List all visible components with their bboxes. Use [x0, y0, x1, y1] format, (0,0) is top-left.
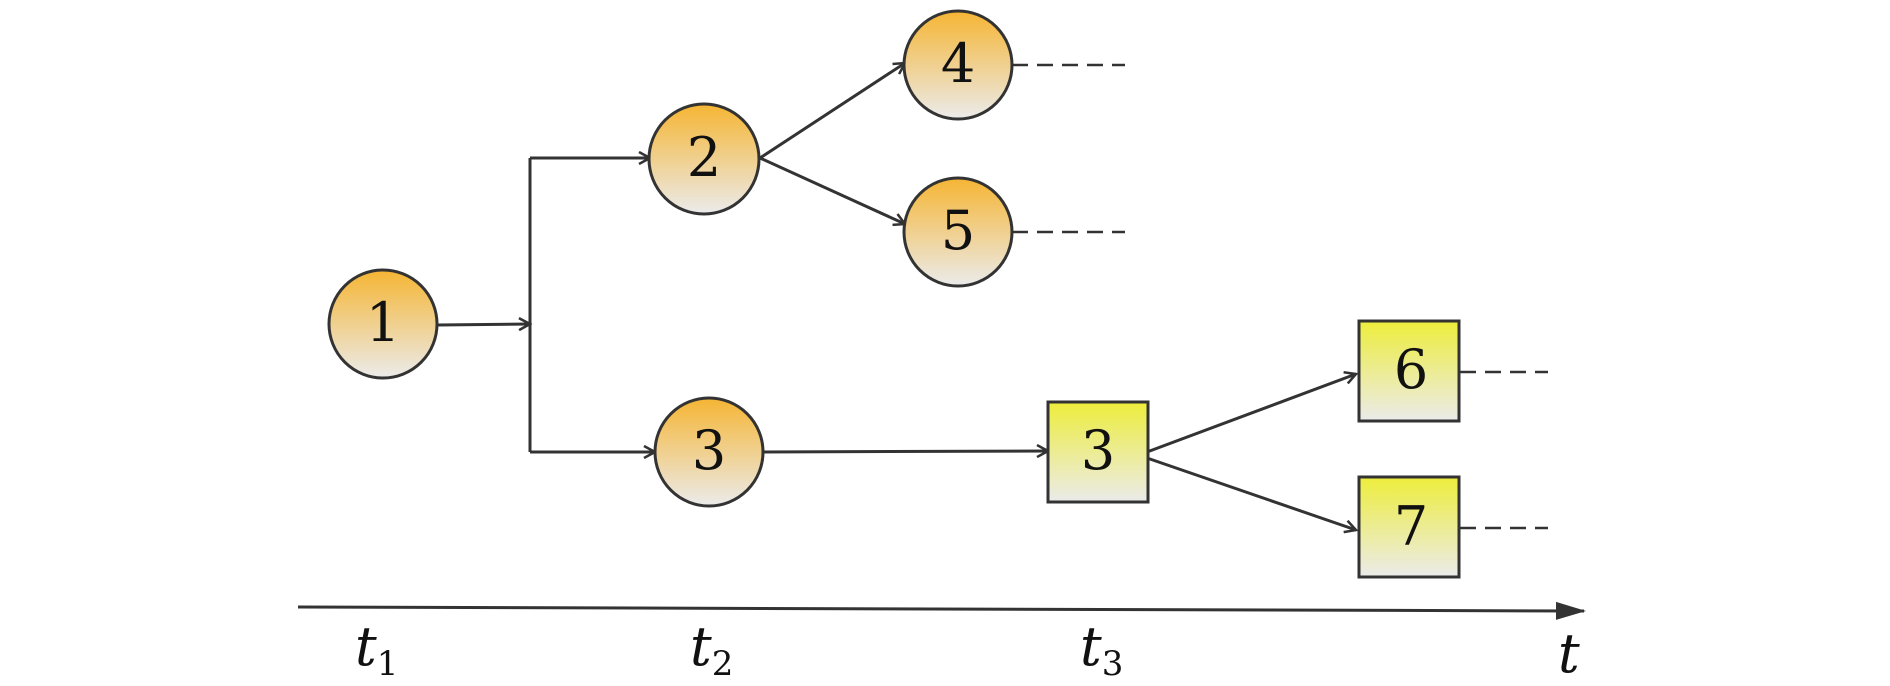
- node-5: 5: [902, 176, 1014, 288]
- square-node-3: 3: [1046, 400, 1150, 504]
- node-5-label: 5: [941, 199, 975, 262]
- edge-square-3-to-7: [1146, 456, 1356, 530]
- time-axis-end-label: t: [1558, 622, 1580, 685]
- tick-t1: t1: [355, 615, 398, 684]
- edges: [437, 63, 1356, 530]
- square-node-7-box: [1357, 475, 1461, 579]
- time-axis-line: [297, 601, 1586, 620]
- tick-t2-base: t: [690, 615, 712, 678]
- node-1: 1: [327, 268, 439, 380]
- time-axis: t1 t2 t3 t: [297, 601, 1586, 685]
- square-node-6-box: [1357, 319, 1461, 423]
- node-4-label: 4: [941, 32, 975, 95]
- node-2-circle: [647, 102, 761, 216]
- continuation-dashes: [1012, 63, 1548, 530]
- node-3-label: 3: [692, 419, 726, 482]
- node-1-circle: [327, 268, 439, 380]
- square-node-6: 6: [1357, 319, 1461, 423]
- edge-square-3-to-6: [1146, 374, 1356, 454]
- node-1-label: 1: [366, 291, 400, 354]
- square-node-3-box: [1046, 400, 1150, 504]
- square-node-7: 7: [1357, 475, 1461, 579]
- node-3: 3: [653, 396, 765, 508]
- square-node-6-label: 6: [1394, 338, 1428, 401]
- node-2-label: 2: [687, 126, 721, 189]
- tick-t1-sub: 1: [377, 644, 399, 684]
- tick-t1-base: t: [355, 615, 377, 678]
- tick-t3-sub: 3: [1102, 644, 1124, 684]
- tick-t3: t3: [1080, 615, 1123, 684]
- edge-2-to-5: [759, 156, 905, 224]
- square-node-3-label: 3: [1081, 419, 1115, 482]
- edge-1-to-branch: [437, 324, 530, 325]
- edge-3-to-square-3: [761, 451, 1048, 452]
- square-node-7-label: 7: [1394, 495, 1428, 558]
- node-5-circle: [902, 176, 1014, 288]
- node-4: 4: [902, 9, 1014, 121]
- tick-t3-base: t: [1080, 615, 1102, 678]
- node-3-circle: [653, 396, 765, 508]
- edge-2-to-4: [759, 63, 905, 160]
- node-2: 2: [647, 102, 761, 216]
- tick-t2-sub: 2: [712, 644, 734, 684]
- node-4-circle: [902, 9, 1014, 121]
- tick-t2: t2: [690, 615, 733, 684]
